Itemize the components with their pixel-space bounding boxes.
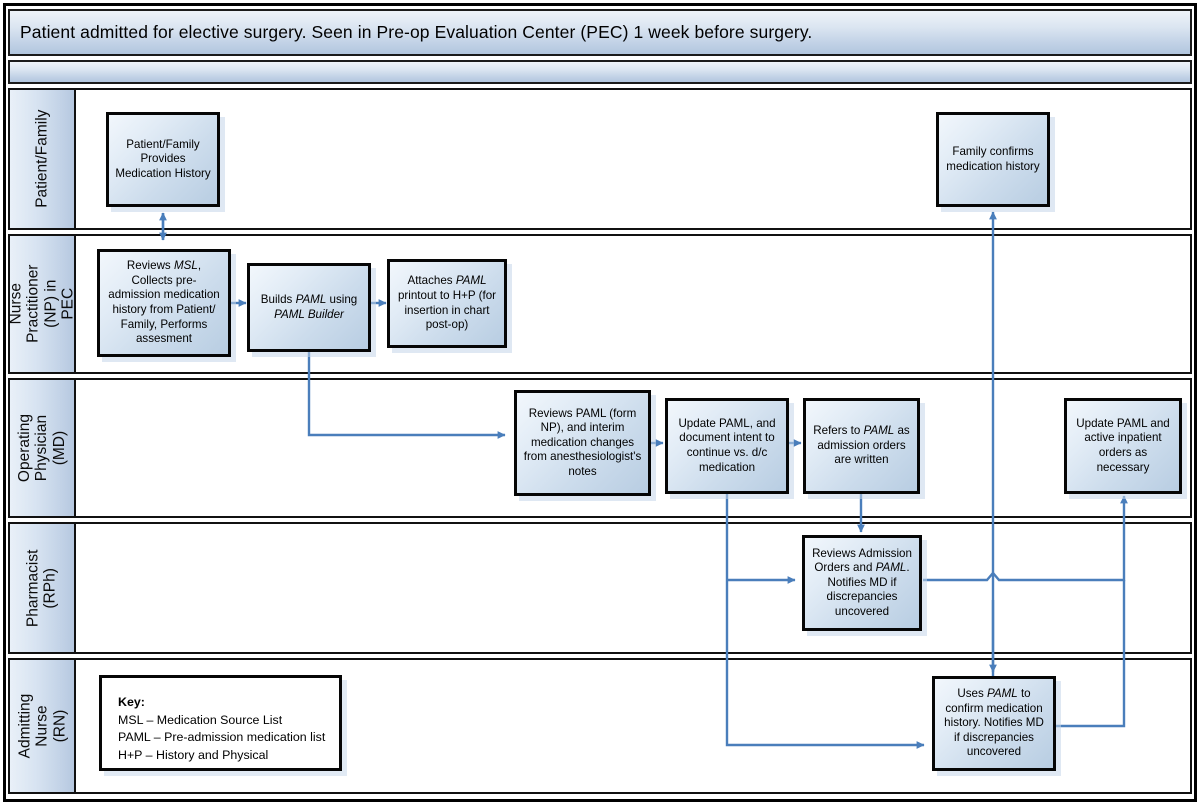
legend-key-box: Key: MSL – Medication Source List PAML –… — [99, 675, 342, 771]
lane-header-admitting-nurse: Admitting Nurse (RN) — [10, 660, 76, 792]
lane-label-patient-family: Patient/Family — [33, 109, 51, 209]
lane-label-operating-physician: Operating Physician (MD) — [15, 413, 68, 483]
lane-header-patient-family: Patient/Family — [10, 90, 76, 228]
lane-pharmacist: Pharmacist (RPh) — [8, 522, 1192, 654]
node-label: Reviews MSL,Collects pre-admission medic… — [108, 259, 220, 346]
legend-title: Key: — [118, 695, 145, 709]
legend-entry-msl: MSL – Medication Source List — [118, 712, 283, 727]
node-np-reviews-msl[interactable]: Reviews MSL,Collects pre-admission medic… — [97, 249, 231, 357]
legend-entry-hp: H+P – History and Physical — [118, 747, 269, 762]
chart-subtitle-band — [8, 60, 1192, 84]
lane-header-operating-physician: Operating Physician (MD) — [10, 380, 76, 516]
chart-title-banner: Patient admitted for elective surgery. S… — [8, 9, 1192, 56]
lane-label-nurse-practitioner: Nurse Practitioner (NP) in PEC — [7, 264, 77, 344]
legend-entry-paml: PAML – Pre-admission medication list — [118, 730, 326, 745]
lane-body-pharmacist — [76, 524, 1190, 652]
lane-header-pharmacist: Pharmacist (RPh) — [10, 524, 76, 652]
chart-title: Patient admitted for elective surgery. S… — [20, 22, 813, 42]
diagram-outer-frame — [3, 3, 1197, 802]
lane-label-pharmacist: Pharmacist (RPh) — [24, 549, 59, 627]
lane-header-nurse-practitioner: Nurse Practitioner (NP) in PEC — [7, 236, 77, 372]
lane-body-nurse-practitioner — [76, 236, 1190, 372]
lane-label-admitting-nurse: Admitting Nurse (RN) — [15, 693, 68, 759]
